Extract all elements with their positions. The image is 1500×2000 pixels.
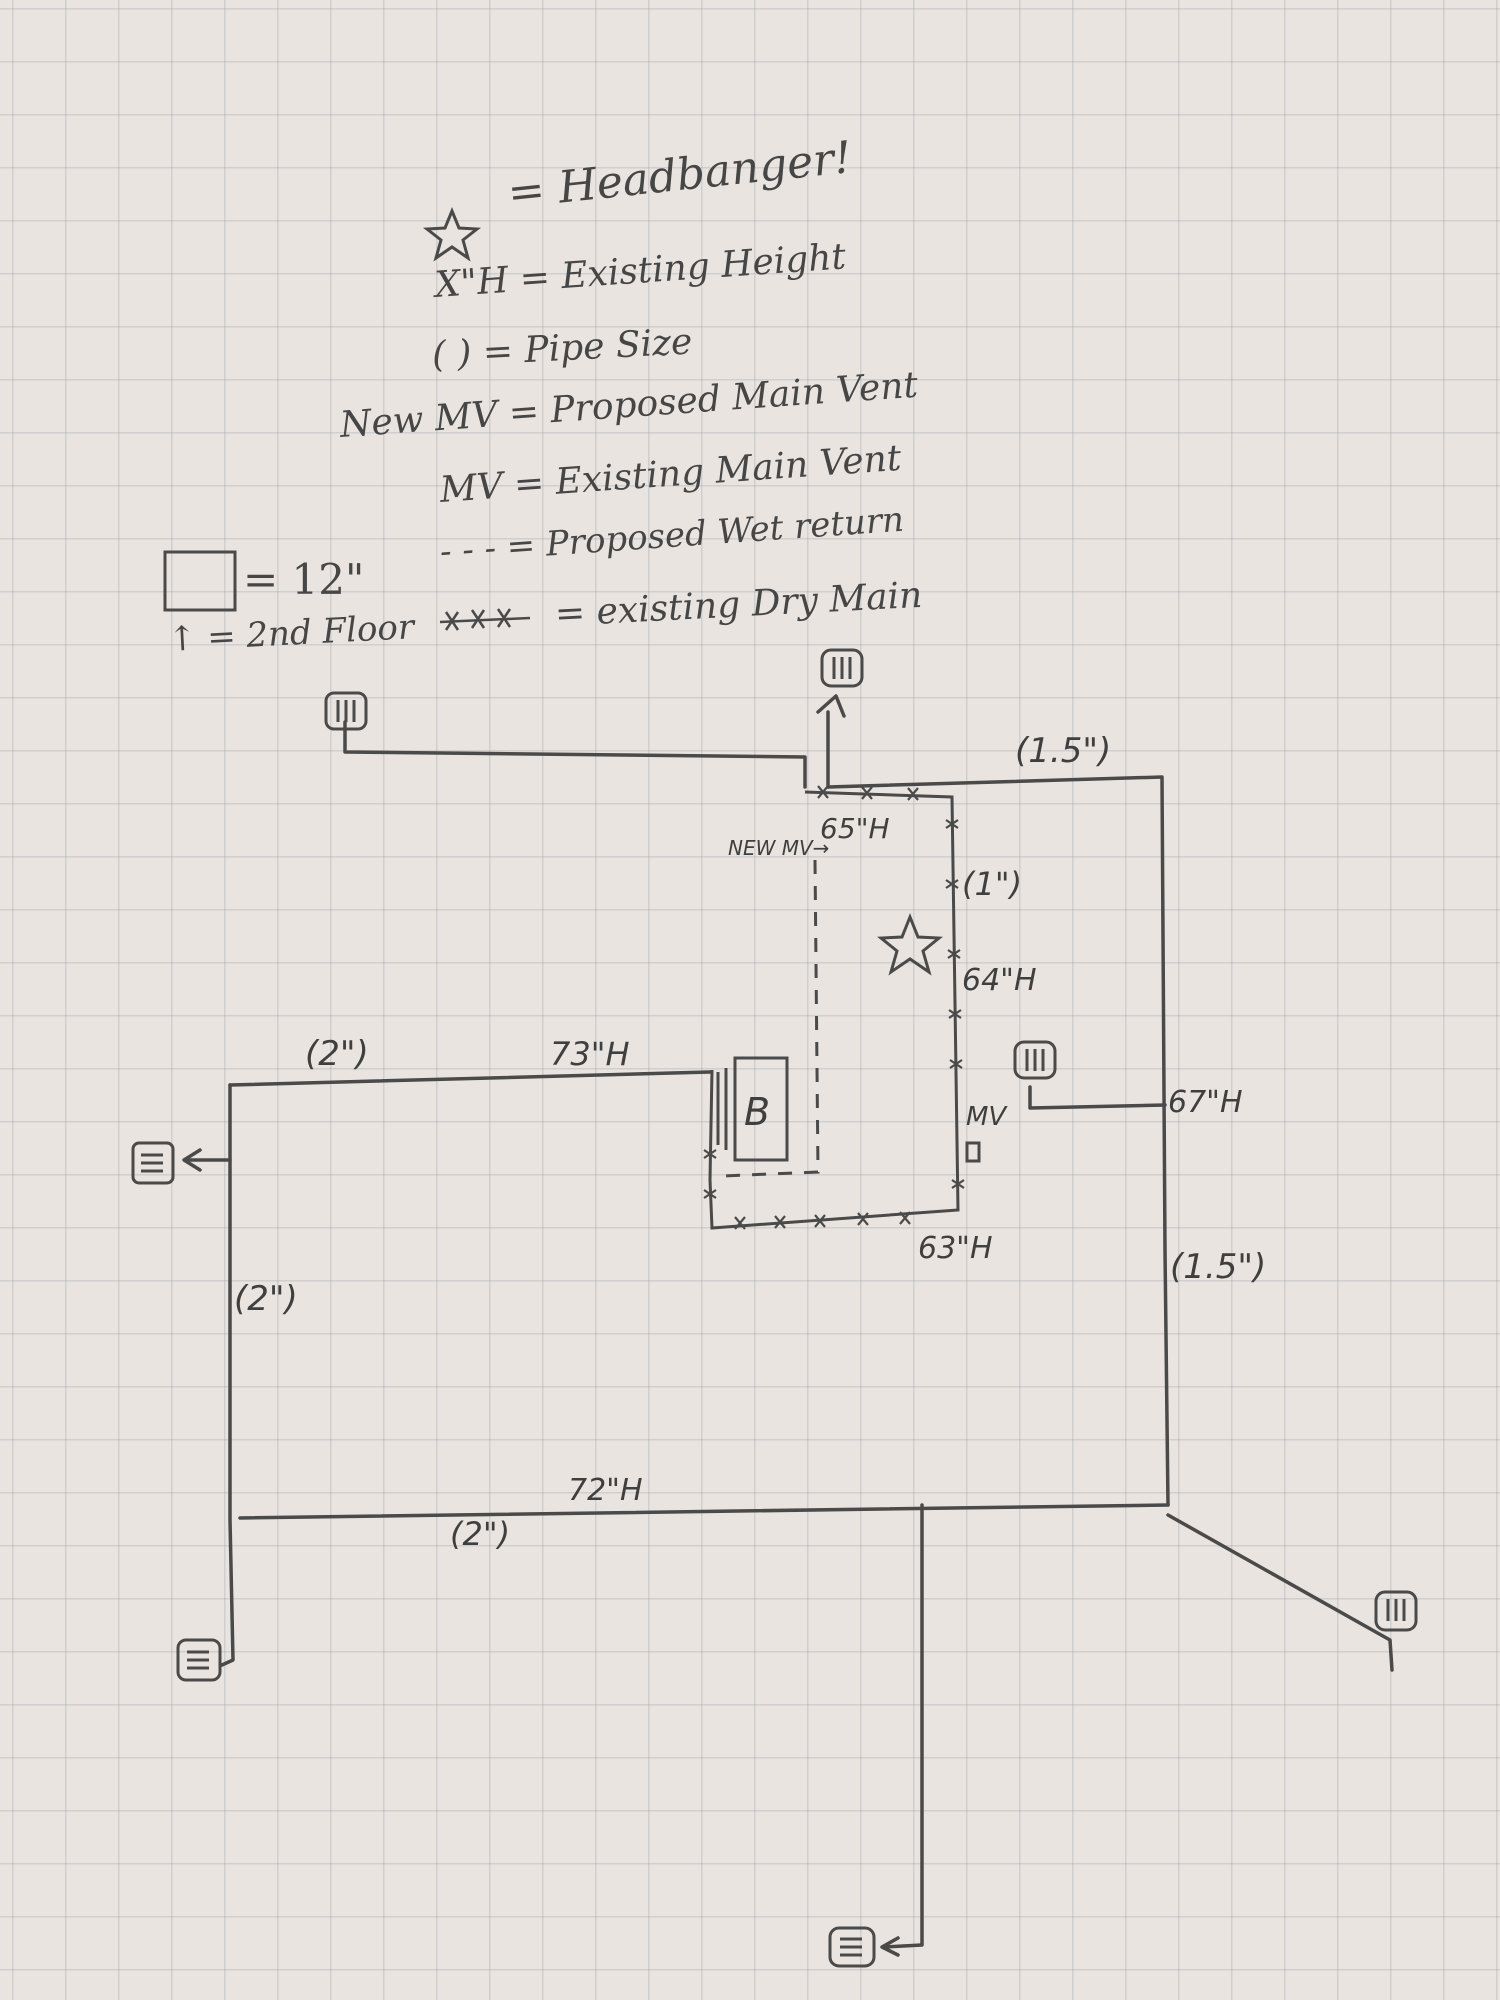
pipe-top-left [343, 720, 807, 789]
main-vent-icon [965, 1141, 981, 1163]
height-label: 73"H [550, 1035, 630, 1073]
pipe-bottom-main [238, 1503, 1170, 1520]
height-label: 65"H [820, 812, 890, 845]
pipe-top-right [826, 775, 1170, 1507]
pipe-bottom-drop [883, 1503, 924, 1949]
pipe-size-label: (1") [962, 865, 1022, 903]
pipe-size-label: (1.5") [1015, 731, 1111, 771]
radiator-icon [176, 1638, 222, 1682]
grid-square-icon [163, 550, 237, 612]
height-label: 63"H [918, 1231, 993, 1266]
radiator-icon [820, 648, 864, 688]
pipe-left [220, 1083, 235, 1667]
pipe-size-label: (2") [234, 1279, 298, 1319]
radiator-icon [131, 1141, 175, 1185]
star-icon [422, 207, 482, 262]
radiator-icon [828, 1926, 876, 1968]
height-label: 67"H [1168, 1085, 1243, 1120]
mv-label: MV [966, 1102, 1008, 1132]
height-label: 72"H [568, 1473, 643, 1508]
dry-main-symbol [439, 608, 531, 631]
radiator-icon [324, 691, 368, 731]
new-mv-label: NEW MV→ [728, 836, 829, 860]
pipe-size-label: (2") [305, 1034, 369, 1074]
boiler [716, 1056, 789, 1162]
height-label: 64"H [962, 963, 1037, 998]
pipe-right-branch [1028, 1085, 1167, 1110]
radiator-icon [1013, 1040, 1057, 1080]
pipe-size-label: (1.5") [1170, 1247, 1266, 1287]
legend-square: = 12" [243, 555, 365, 604]
headbanger-star-icon [877, 912, 943, 976]
pipe-bottom-right [1166, 1513, 1394, 1672]
boiler-label: B [744, 1090, 770, 1134]
pipe-top-left-main [228, 1070, 712, 1087]
dry-main-loop [703, 785, 965, 1230]
pipe-size-label: (2") [450, 1515, 510, 1553]
wet-return [721, 859, 820, 1178]
radiator-icon [1374, 1590, 1418, 1632]
